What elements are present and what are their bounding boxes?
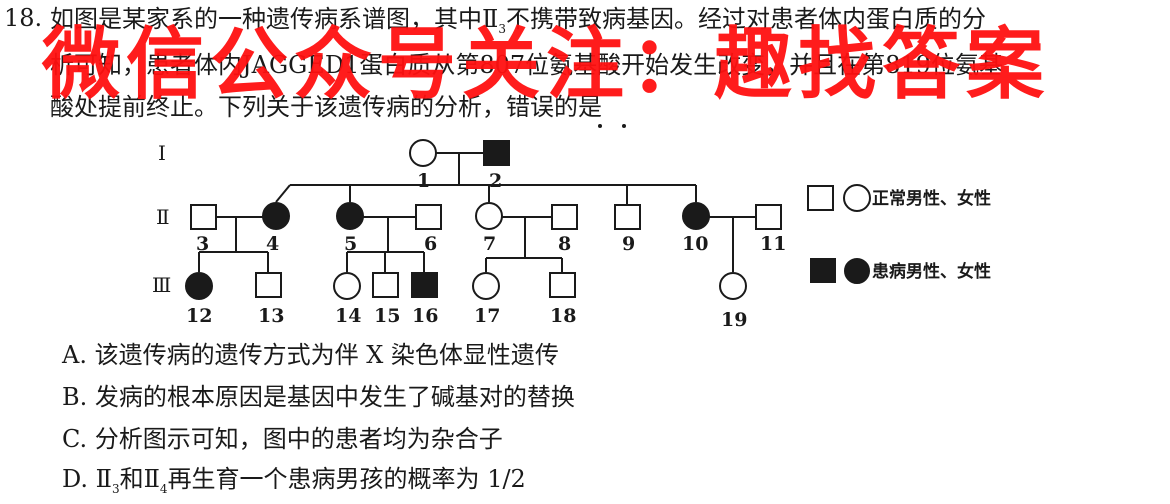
individual-label-18: 18 [550,305,576,327]
legend-affected-female-icon [844,258,870,284]
individual-label-4: 4 [266,233,279,255]
emphasis-dot [622,124,626,128]
individual-label-2: 2 [489,170,502,192]
individual-10 [682,202,710,230]
individual-label-14: 14 [335,305,361,327]
individual-14 [333,272,361,300]
individual-label-9: 9 [622,233,635,255]
legend-affected-label: 患病男性、女性 [872,261,991,282]
question-line-1-rest: 不携带致病基因。经过对患者体内蛋白质的分 [505,5,986,33]
question-line-1-text: 如图是某家系的一种遗传病系谱图，其中Ⅱ [50,5,499,33]
individual-18 [549,272,576,298]
individual-5 [336,202,364,230]
question-line-1: 如图是某家系的一种遗传病系谱图，其中Ⅱ3不携带致病基因。经过对患者体内蛋白质的分 [50,4,986,44]
individual-16 [411,272,438,298]
individual-label-1: 1 [417,170,430,192]
option-a: A. 该遗传病的遗传方式为伴 X 染色体显性遗传 [62,341,559,369]
individual-12 [185,272,213,300]
individual-label-7: 7 [483,233,496,255]
option-d-mid: 和Ⅱ [119,465,160,493]
individual-3 [190,204,217,230]
option-b: B. 发病的根本原因是基因中发生了碱基对的替换 [62,383,575,411]
individual-label-16: 16 [412,305,438,327]
individual-9 [614,204,641,230]
individual-label-19: 19 [721,309,747,331]
individual-6 [415,204,442,230]
generation-label-2: Ⅱ [156,205,170,229]
watermark: 微信公众号关注：趣找答案 [42,20,1051,110]
individual-label-3: 3 [196,233,209,255]
individual-8 [551,204,578,230]
option-d: D. Ⅱ3和Ⅱ4再生育一个患病男孩的概率为 1/2 [62,464,526,504]
individual-15 [372,272,399,298]
question-line-2: 析可知，患者体内JAGGED1蛋白质从第807位氨基酸开始发生改变，并且在第81… [50,51,1003,79]
individual-label-5: 5 [344,233,357,255]
individual-4 [262,202,290,230]
individual-label-11: 11 [760,233,786,255]
individual-label-15: 15 [374,305,400,327]
question-number: 18. [4,4,43,32]
individual-label-17: 17 [474,305,500,327]
emphasis-dot [598,124,602,128]
legend-normal-male-icon [807,185,834,211]
individual-label-10: 10 [682,233,708,255]
question-line-3: 酸处提前终止。下列关于该遗传病的分析，错误的是 [50,93,602,121]
individual-13 [255,272,282,298]
legend-normal-label: 正常男性、女性 [872,188,991,209]
individual-19 [719,272,747,300]
option-d-sub-1: 3 [111,481,120,496]
option-c: C. 分析图示可知，图中的患者均为杂合子 [62,425,503,453]
question-line-1-sub: 3 [498,21,506,36]
individual-label-12: 12 [186,305,212,327]
individual-17 [472,272,500,300]
individual-1 [409,139,437,167]
individual-label-8: 8 [558,233,571,255]
legend-normal-female-icon [843,184,871,212]
individual-label-13: 13 [258,305,284,327]
option-d-pre: D. Ⅱ [62,465,112,493]
individual-7 [475,202,503,230]
generation-label-1: Ⅰ [158,141,166,165]
individual-11 [755,204,782,230]
option-d-rest: 再生育一个患病男孩的概率为 1/2 [167,465,526,493]
generation-label-3: Ⅲ [152,273,171,297]
option-d-sub-2: 4 [159,481,168,496]
legend-affected-male-icon [810,258,836,283]
individual-2 [483,140,510,166]
individual-label-6: 6 [424,233,437,255]
